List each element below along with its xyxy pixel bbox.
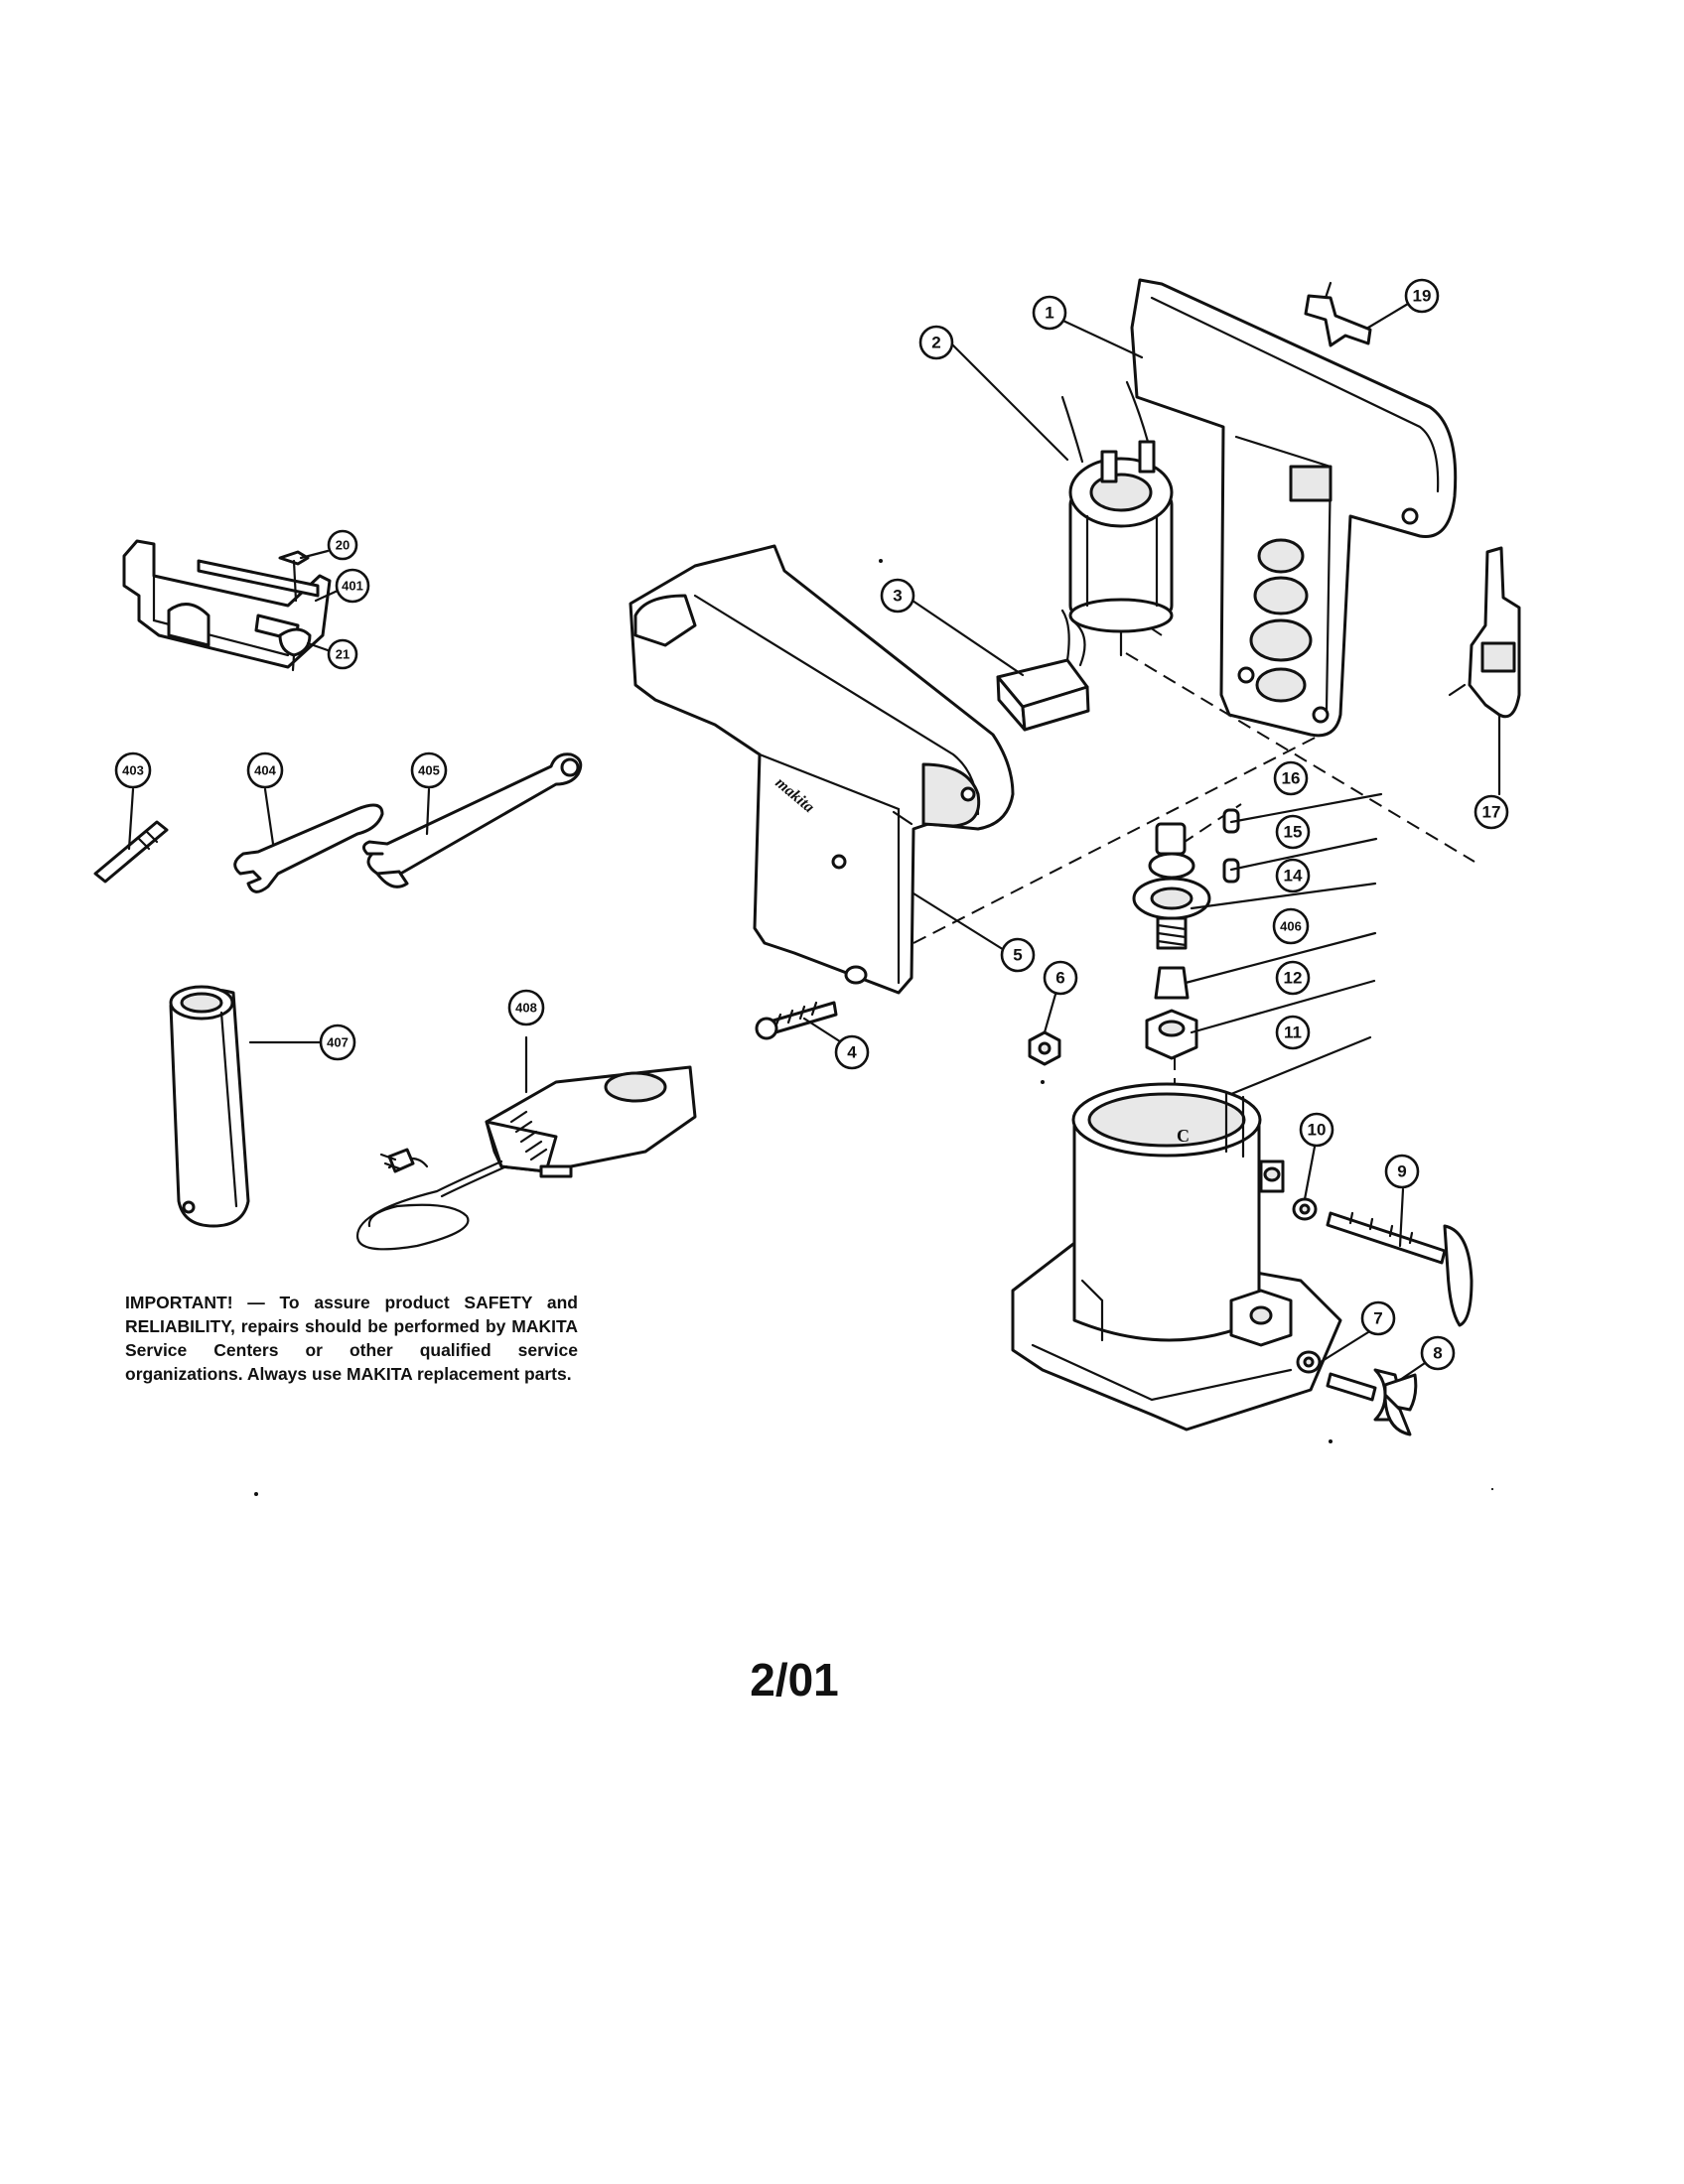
callout-4: 4 bbox=[834, 1034, 870, 1070]
callout-9: 9 bbox=[1384, 1154, 1420, 1189]
callout-label: 20 bbox=[336, 538, 350, 553]
callout-label: 17 bbox=[1482, 803, 1501, 822]
wing-bolt-part bbox=[1326, 1368, 1418, 1436]
callout-label: 8 bbox=[1433, 1344, 1442, 1363]
motor-part bbox=[1060, 380, 1174, 657]
speck bbox=[1041, 1080, 1045, 1084]
callout-403: 403 bbox=[114, 751, 152, 789]
switch-lever-part bbox=[1448, 546, 1521, 719]
callout-label: 12 bbox=[1284, 969, 1303, 988]
nut-part bbox=[1028, 1030, 1061, 1066]
callout-label: 21 bbox=[336, 647, 350, 662]
callout-404: 404 bbox=[246, 751, 284, 789]
battery-pack-part bbox=[169, 985, 250, 1228]
clip-part bbox=[1304, 281, 1372, 347]
callout-label: 403 bbox=[122, 763, 144, 778]
battery-charger-part bbox=[355, 1065, 697, 1251]
callout-8: 8 bbox=[1420, 1335, 1456, 1371]
callout-10: 10 bbox=[1299, 1112, 1334, 1148]
wrench-part bbox=[233, 803, 384, 893]
router-bit-part bbox=[93, 820, 169, 884]
bit-letter-label: C bbox=[1177, 1126, 1190, 1146]
speck bbox=[1329, 1439, 1333, 1443]
callout-21: 21 bbox=[327, 638, 358, 670]
assembly-line bbox=[1125, 652, 1475, 863]
callout-label: 1 bbox=[1045, 304, 1053, 323]
assembly-line bbox=[1181, 803, 1242, 845]
callout-2: 2 bbox=[918, 325, 954, 360]
callout-label: 14 bbox=[1284, 867, 1303, 886]
callout-5: 5 bbox=[1000, 937, 1036, 973]
edge-guide-part bbox=[122, 539, 332, 672]
callout-label: 11 bbox=[1284, 1024, 1302, 1042]
callout-3: 3 bbox=[880, 578, 915, 614]
screw-part bbox=[755, 1001, 838, 1040]
callout-405: 405 bbox=[410, 751, 448, 789]
callout-12: 12 bbox=[1275, 960, 1311, 996]
callout-16: 16 bbox=[1273, 760, 1309, 796]
double-wrench-part bbox=[362, 752, 583, 888]
callout-label: 19 bbox=[1413, 287, 1432, 306]
important-safety-notice: IMPORTANT! — To assure product SAFETY an… bbox=[125, 1293, 578, 1384]
callout-15: 15 bbox=[1275, 814, 1311, 850]
callout-14: 14 bbox=[1275, 858, 1311, 893]
callout-label: 16 bbox=[1282, 769, 1301, 788]
callout-7: 7 bbox=[1360, 1300, 1396, 1336]
callout-label: 7 bbox=[1373, 1309, 1382, 1328]
callout-label: 4 bbox=[847, 1043, 857, 1062]
callout-19: 19 bbox=[1404, 278, 1440, 314]
callout-label: 15 bbox=[1284, 823, 1303, 842]
housing-cover-part bbox=[1130, 278, 1458, 738]
leader-lines bbox=[127, 302, 1501, 1491]
callout-label: 6 bbox=[1055, 969, 1064, 988]
callout-label: 9 bbox=[1397, 1162, 1406, 1181]
callout-20: 20 bbox=[327, 529, 358, 561]
washer-part bbox=[1292, 1197, 1318, 1221]
callout-label: 5 bbox=[1013, 946, 1022, 965]
main-housing-part: makita bbox=[629, 544, 1015, 995]
callout-label: 404 bbox=[254, 763, 276, 778]
small-washer-part bbox=[1296, 1350, 1322, 1374]
callout-407: 407 bbox=[319, 1024, 356, 1061]
callout-label: 408 bbox=[515, 1001, 537, 1016]
callout-17: 17 bbox=[1474, 794, 1509, 830]
callout-401: 401 bbox=[335, 568, 370, 604]
speck bbox=[879, 559, 883, 563]
knob-bolt-part bbox=[1326, 1211, 1474, 1327]
callout-label: 3 bbox=[893, 587, 902, 606]
callout-6: 6 bbox=[1043, 960, 1078, 996]
page-code: 2/01 bbox=[750, 1654, 839, 1706]
callout-label: 401 bbox=[342, 579, 363, 594]
switch-part bbox=[996, 609, 1090, 732]
callout-label: 407 bbox=[327, 1035, 349, 1050]
callout-label: 10 bbox=[1308, 1121, 1327, 1140]
callout-label: 405 bbox=[418, 763, 440, 778]
callout-406: 406 bbox=[1272, 907, 1310, 945]
speck bbox=[254, 1492, 258, 1496]
assembly-line bbox=[912, 729, 1332, 944]
callout-408: 408 bbox=[507, 989, 545, 1026]
callout-1: 1 bbox=[1032, 295, 1067, 331]
callout-11: 11 bbox=[1275, 1015, 1311, 1050]
callout-label: 2 bbox=[931, 334, 940, 352]
router-base-part: C bbox=[1011, 1082, 1342, 1432]
collet-stack-part bbox=[1132, 808, 1240, 1060]
callout-label: 406 bbox=[1280, 919, 1302, 934]
